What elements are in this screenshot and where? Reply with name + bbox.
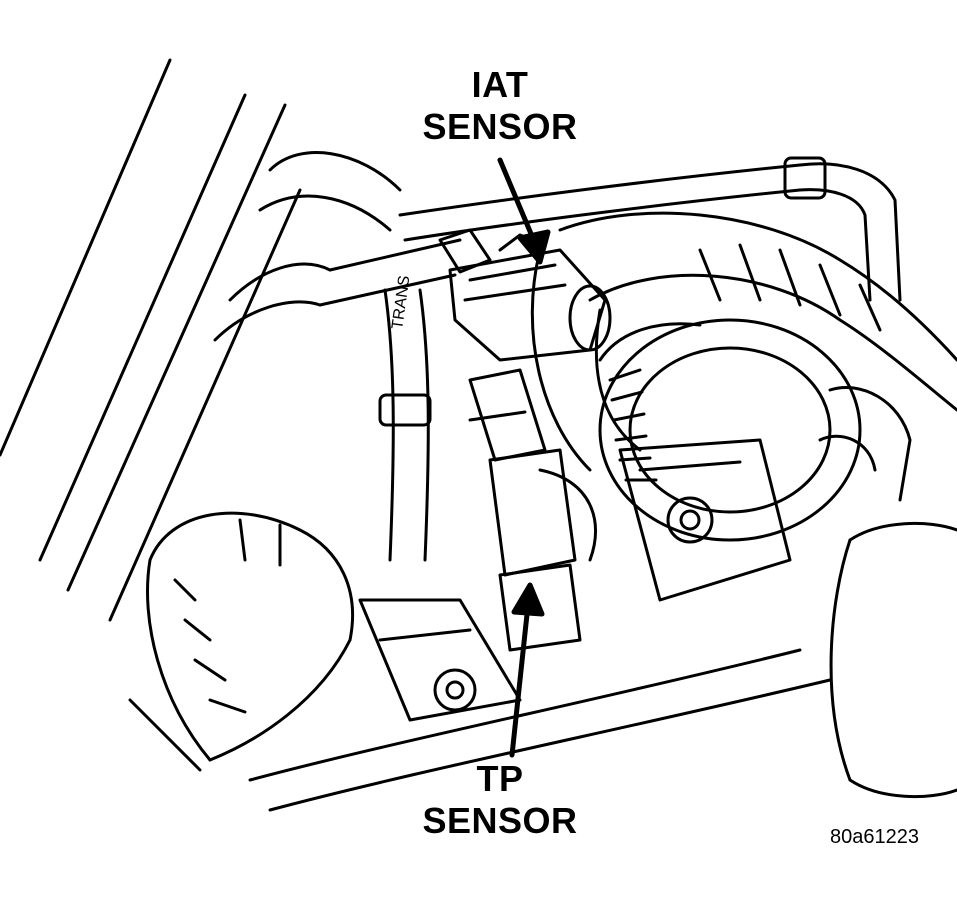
callout-arrows (497, 157, 551, 758)
mounting-bracket-right (618, 438, 792, 602)
fender-lines (0, 58, 302, 772)
iat-callout-line1: IAT (471, 64, 529, 105)
iat-callout-line2: SENSOR (422, 106, 578, 147)
trans-hose (378, 288, 432, 562)
tp-leader-line (509, 602, 531, 758)
air-intake-duct (530, 211, 957, 472)
lower-left-hose (146, 511, 355, 762)
tp-sensor (468, 368, 598, 652)
tp-callout-line2: SENSOR (422, 800, 578, 841)
throttle-body (598, 318, 862, 542)
tp-callout-line1: TP (476, 758, 524, 799)
iat-sensor-connector (438, 228, 612, 362)
vacuum-hose (398, 156, 902, 302)
iat-arrowhead (517, 229, 551, 265)
tp-arrowhead (511, 582, 545, 617)
trans-hose-marking: TRANS (389, 274, 413, 330)
right-side-components (818, 385, 957, 798)
upper-left-hose (213, 151, 462, 342)
figure-code: 80a61223 (830, 826, 919, 848)
